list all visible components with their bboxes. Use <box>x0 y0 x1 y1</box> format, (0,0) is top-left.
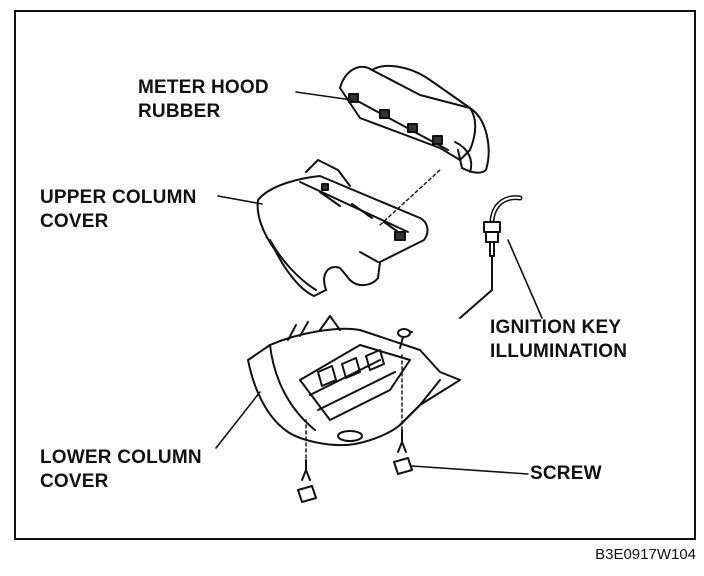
label-ignition-key-illumination: IGNITION KEY ILLUMINATION <box>490 317 628 362</box>
leader-lines <box>215 91 543 475</box>
upper-column-cover <box>256 159 429 297</box>
label-meter-hood-rubber: METER HOOD RUBBER <box>138 77 269 122</box>
screw-right <box>393 429 413 475</box>
alignment-guides <box>305 169 441 459</box>
label-screw: SCREW <box>530 463 602 484</box>
label-lower-column-cover: LOWER COLUMN COVER <box>40 447 202 492</box>
diagram-frame <box>14 10 696 540</box>
screw-left <box>297 459 317 503</box>
meter-hood-rubber <box>339 64 490 174</box>
figure-code: B3E0917W104 <box>595 546 696 563</box>
label-upper-column-cover: UPPER COLUMN COVER <box>40 187 197 232</box>
ignition-key-illumination <box>459 195 523 319</box>
lower-column-cover <box>247 315 461 447</box>
